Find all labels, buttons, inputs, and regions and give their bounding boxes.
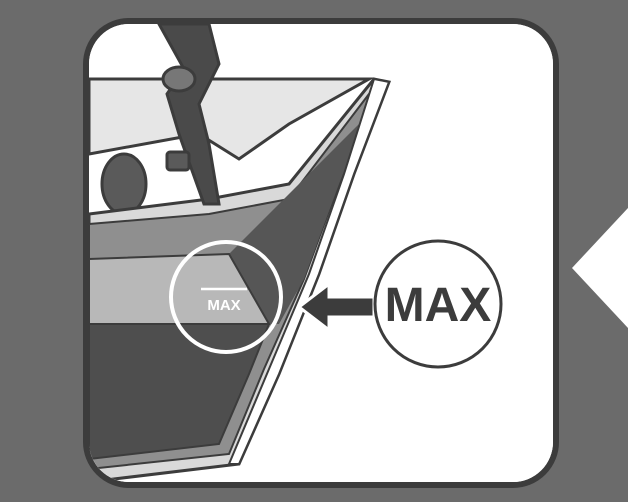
- max-marking-label: MAX: [207, 297, 240, 314]
- max-callout-label: MAX: [385, 279, 492, 332]
- iron-dial-knob: [102, 154, 146, 214]
- next-arrow-pointer: [572, 208, 628, 328]
- iron-illustration: MAX MAX: [89, 24, 553, 482]
- cord-clip: [167, 152, 189, 170]
- illustration-panel: MAX MAX: [83, 18, 559, 488]
- cord-ring: [163, 67, 195, 91]
